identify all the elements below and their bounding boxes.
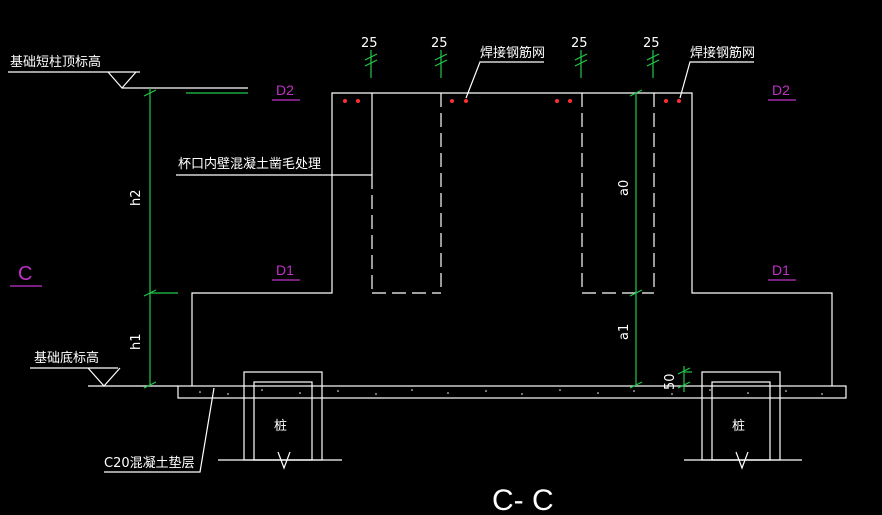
mesh-label-2: 焊接钢筋网 [690,45,755,61]
cushion-hatch [199,389,823,395]
cushion-label: C20混凝土垫层 [104,455,195,471]
cushion-layer [177,385,847,399]
mesh-leader-2 [679,61,754,99]
cup-left [371,93,442,294]
left-vertical-dimension [143,88,248,389]
cushion-leader [104,387,215,473]
tag-d2-right: D2 [772,82,790,98]
mesh-leader-1 [465,61,544,99]
dim-25-a: 25 [361,36,378,51]
pile-right [684,371,802,470]
base-elevation-label: 基础底标高 [34,350,99,366]
tag-d1-right: D1 [772,262,790,278]
dim-25-c: 25 [571,36,588,51]
foundation-outline [191,92,833,386]
cushion-dimension [677,366,692,392]
dim-h2: h2 [129,189,144,206]
dim-h1: h1 [129,333,144,350]
column-top-elevation-marker [8,71,248,89]
section-mark: C [18,263,32,285]
pile-left-label: 桩 [274,419,287,434]
base-elevation-marker [30,367,178,387]
section-title: C- C [492,484,554,515]
right-vertical-dimension [629,89,643,389]
tag-d1-left: D1 [276,262,294,278]
cup-wall-label: 杯口内壁混凝土凿毛处理 [178,156,321,172]
top-dimension-ticks [364,50,660,78]
rebar-dots [343,99,681,103]
tag-d2-left: D2 [276,82,294,98]
pile-right-label: 桩 [732,419,745,434]
dim-25-b: 25 [431,36,448,51]
dim-50: 50 [663,373,678,390]
dim-25-d: 25 [643,36,660,51]
dim-a1: a1 [617,324,632,340]
dim-a0: a0 [617,180,632,196]
column-top-elevation-label: 基础短柱顶标高 [10,54,101,70]
cup-right [581,93,655,294]
pile-left [218,371,342,470]
mesh-label-1: 焊接钢筋网 [480,45,545,61]
